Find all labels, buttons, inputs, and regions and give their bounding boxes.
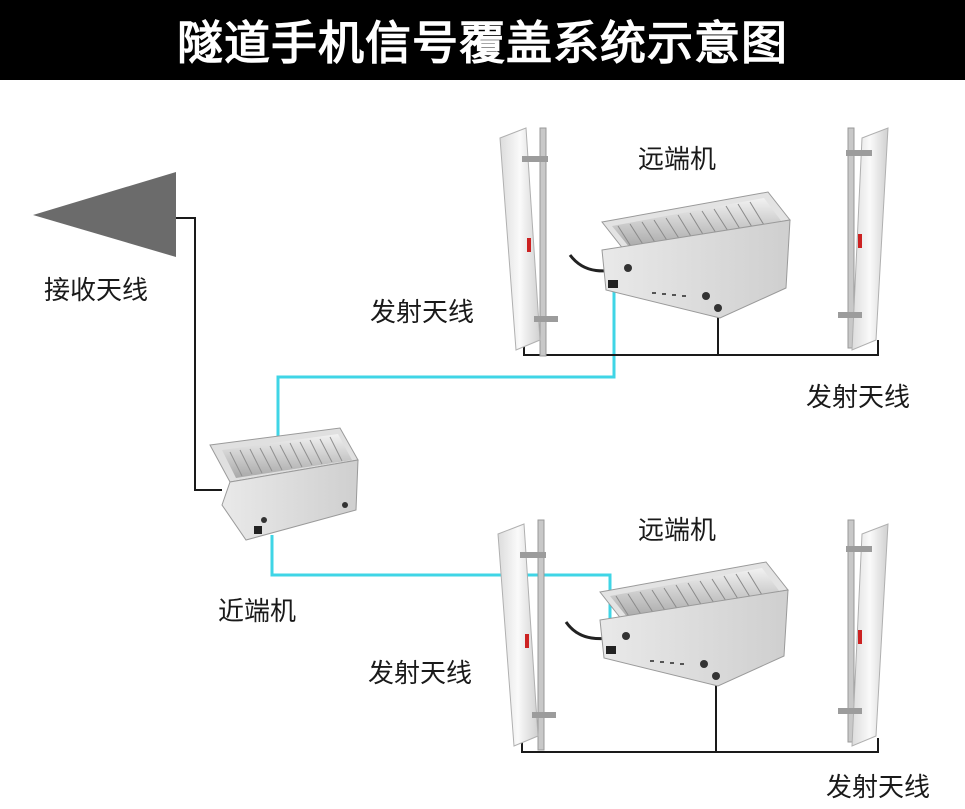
fiber-line-bottom	[270, 535, 612, 648]
tx-antenna-top-right	[838, 127, 889, 351]
coverage-diagram	[33, 127, 889, 753]
near-end-unit	[209, 427, 359, 541]
tx-antenna-bottom-right-label: 发射天线	[826, 773, 931, 803]
receive-antenna-label: 接收天线	[44, 276, 149, 306]
title-banner: 隧道手机信号覆盖系统示意图	[0, 0, 965, 80]
far-end-bottom-label: 远端机	[638, 516, 717, 546]
tx-antenna-top-right-label: 发射天线	[806, 383, 911, 413]
far-end-unit-bottom	[599, 561, 789, 687]
far-end-unit-top	[601, 191, 791, 319]
tx-antenna-bottom-right	[838, 519, 889, 747]
receive-antenna-icon	[33, 172, 176, 257]
tx-antenna-top-left	[499, 127, 558, 357]
feeder-bottom-right	[716, 738, 879, 753]
tx-antenna-bottom-left	[497, 519, 556, 751]
feeder-bottom	[521, 680, 717, 753]
tx-antenna-top-left-label: 发射天线	[370, 298, 475, 328]
tx-antenna-bottom-left-label: 发射天线	[368, 659, 473, 689]
page-title: 隧道手机信号覆盖系统示意图	[177, 16, 788, 70]
near-end-label: 近端机	[218, 597, 297, 627]
feeder-top-right	[718, 340, 879, 356]
receive-feeder-cable	[176, 217, 222, 491]
feeder-top	[523, 312, 719, 356]
far-end-top-label: 远端机	[638, 145, 717, 175]
